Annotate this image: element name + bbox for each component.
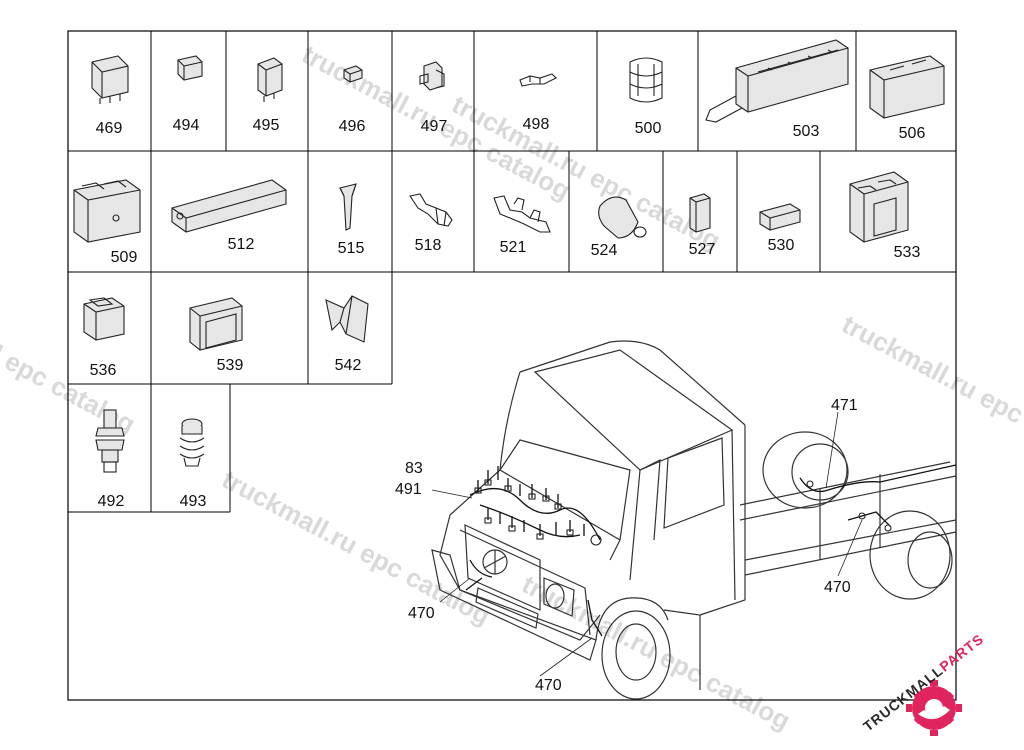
watermark-text: truckmall.ru epc catalog bbox=[217, 464, 495, 631]
part-500-cap-drawing bbox=[629, 57, 663, 103]
part-number-497: 497 bbox=[421, 118, 448, 135]
leader-lines bbox=[431, 411, 863, 677]
part-521-terminal-drawing bbox=[493, 195, 551, 233]
part-503-fusebox-drawing bbox=[705, 39, 849, 123]
part-number-495: 495 bbox=[253, 117, 280, 134]
callout-83: 83 bbox=[405, 460, 423, 477]
watermark-text: l epc catalog bbox=[0, 339, 140, 439]
truck-illustration bbox=[431, 340, 957, 700]
part-527-connector-drawing bbox=[689, 193, 711, 233]
part-number-530: 530 bbox=[768, 237, 795, 254]
part-494-connector-drawing bbox=[177, 55, 203, 81]
part-number-492: 492 bbox=[98, 493, 125, 510]
part-number-500: 500 bbox=[635, 120, 662, 137]
part-533-relay-drawing bbox=[849, 171, 909, 243]
part-number-469: 469 bbox=[96, 120, 123, 137]
part-512-harness-sleeve-drawing bbox=[171, 179, 287, 233]
truckmall-logo: TRUCKMALLPARTS bbox=[860, 630, 987, 736]
part-number-498: 498 bbox=[523, 116, 550, 133]
part-number-493: 493 bbox=[180, 493, 207, 510]
part-number-524: 524 bbox=[591, 242, 618, 259]
callout-470-rear: 470 bbox=[824, 579, 851, 596]
part-498-terminal-drawing bbox=[519, 73, 557, 87]
part-542-bracket-drawing bbox=[325, 295, 369, 343]
part-number-536: 536 bbox=[90, 362, 117, 379]
part-536-connector-drawing bbox=[83, 297, 125, 341]
callout-470-bottom: 470 bbox=[535, 677, 562, 694]
part-number-533: 533 bbox=[894, 244, 921, 261]
part-number-527: 527 bbox=[689, 241, 716, 258]
part-518-terminal-drawing bbox=[409, 193, 453, 227]
watermark-text: truckmall.ru epc catalog bbox=[447, 89, 725, 256]
part-509-controlunit-drawing bbox=[73, 179, 141, 243]
part-number-506: 506 bbox=[899, 125, 926, 142]
callout-471: 471 bbox=[831, 397, 858, 414]
gear-icon bbox=[906, 680, 962, 736]
part-495-relay-drawing bbox=[257, 57, 283, 102]
part-number-512: 512 bbox=[228, 236, 255, 253]
wiring-harness bbox=[465, 464, 957, 637]
part-number-521: 521 bbox=[500, 239, 527, 256]
watermark: truckmall.ru epc catalog truckmall.ru ep… bbox=[0, 39, 1024, 736]
part-number-labels: 469 494 495 496 497 498 500 503 506 509 … bbox=[90, 116, 926, 510]
part-524-bulb-drawing bbox=[598, 196, 647, 239]
part-number-496: 496 bbox=[339, 118, 366, 135]
logo-text-accent: PARTS bbox=[936, 630, 986, 674]
part-497-connector-drawing bbox=[419, 61, 445, 91]
callout-491: 491 bbox=[395, 481, 422, 498]
watermark-text: truckmall.ru epc bbox=[837, 309, 1024, 430]
callout-labels: 83 491 471 470 470 470 bbox=[395, 397, 858, 694]
part-number-509: 509 bbox=[111, 249, 138, 266]
part-506-controlunit-drawing bbox=[869, 55, 945, 119]
part-539-connector-drawing bbox=[189, 297, 243, 351]
callout-470-front: 470 bbox=[408, 605, 435, 622]
part-number-518: 518 bbox=[415, 237, 442, 254]
part-number-515: 515 bbox=[338, 240, 365, 257]
part-492-bulbholder-drawing bbox=[95, 409, 125, 473]
part-496-terminal-drawing bbox=[343, 65, 363, 83]
part-number-542: 542 bbox=[335, 357, 362, 374]
part-530-connector-drawing bbox=[759, 203, 801, 231]
part-515-clip-drawing bbox=[339, 183, 357, 231]
parts-grid bbox=[67, 31, 956, 513]
part-number-503: 503 bbox=[793, 123, 820, 140]
part-469-relay-drawing bbox=[91, 55, 129, 104]
part-number-494: 494 bbox=[173, 117, 200, 134]
diagram-frame bbox=[67, 30, 957, 701]
part-493-grommet-drawing bbox=[179, 418, 205, 467]
part-number-539: 539 bbox=[217, 357, 244, 374]
